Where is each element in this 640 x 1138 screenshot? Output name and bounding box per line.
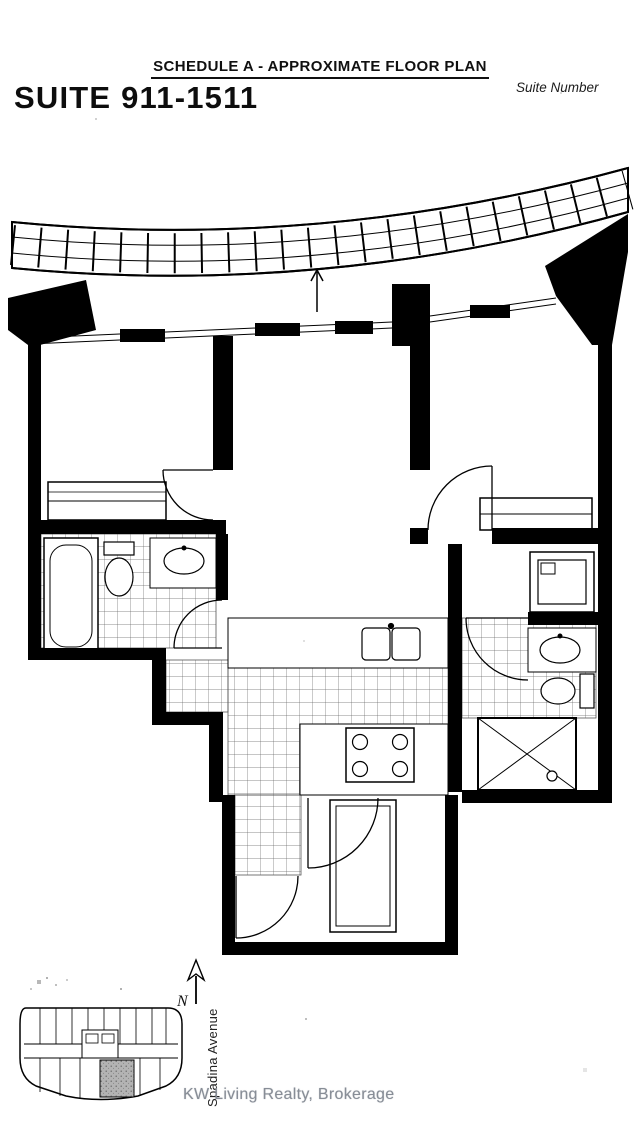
schedule-title-row: SCHEDULE A - APPROXIMATE FLOOR PLAN: [0, 58, 640, 79]
wall-bath1-right: [216, 534, 228, 600]
bathroom-right-door: [465, 617, 529, 681]
wall-center-block: [392, 284, 430, 346]
wall-bed1-bottom: [28, 520, 226, 534]
wall-bottom: [222, 942, 458, 955]
bathtub-icon: [43, 537, 99, 655]
kitchen-sink-icon: [361, 622, 421, 661]
wall-exterior-left: [28, 330, 41, 660]
linen-closet-icon: [329, 799, 397, 933]
closet-left-icon: [47, 481, 167, 521]
wall-pier: [120, 329, 165, 342]
wall-bed2-bottom-a: [410, 528, 428, 544]
wall-kitchen-left: [209, 712, 223, 802]
entry-door: [235, 875, 299, 939]
kitchen-foyer-door: [307, 797, 379, 869]
toilet-right-icon: [540, 673, 595, 709]
wall-cap-right: [545, 214, 628, 345]
wall-bath1-bottom: [28, 648, 166, 660]
wall-demising-right: [410, 346, 430, 470]
suite-number-label: Suite Number: [516, 80, 599, 95]
bedroom-left-door: [162, 469, 214, 521]
wall-exterior-right: [598, 330, 612, 790]
wall-nook-left: [152, 660, 166, 718]
wall-pier: [335, 321, 373, 334]
brokerage-watermark: KW Living Realty, Brokerage: [183, 1086, 395, 1103]
suite-title: SUITE 911-1511: [14, 80, 259, 115]
wall-kitchen-bath2: [448, 544, 462, 792]
suite-location-highlight: [99, 1059, 135, 1098]
window-sills: [29, 297, 557, 345]
north-label: N: [177, 993, 188, 1010]
scan-specks-decoration: [0, 0, 2, 2]
wall-nook-bottom: [152, 712, 222, 725]
wall-cap-left: [8, 280, 96, 345]
laundry-closet-icon: [529, 551, 595, 613]
window-band: [10, 166, 634, 277]
wall-bath2-bottom: [462, 790, 612, 803]
entry-floor: [234, 794, 302, 876]
wall-bed2-bottom-b: [492, 528, 612, 544]
wall-bath2-top: [528, 612, 612, 625]
wall-foyer-right: [445, 795, 458, 955]
toilet-left-icon: [103, 541, 135, 597]
walls: [8, 214, 628, 955]
stove-icon: [345, 727, 415, 783]
wall-foyer-left: [222, 795, 235, 955]
view-arrow-icon: [310, 268, 324, 312]
fixtures: [43, 481, 597, 933]
schedule-title: SCHEDULE A - APPROXIMATE FLOOR PLAN: [151, 58, 489, 79]
closet-right-icon: [479, 497, 593, 531]
north-arrow-icon: [186, 958, 206, 1004]
shower-icon: [477, 717, 577, 791]
bedroom-right-door: [427, 465, 493, 531]
sink-right-icon: [527, 627, 597, 673]
sink-left-icon: [149, 537, 217, 589]
wall-pier: [470, 305, 510, 318]
wall-demising-left: [213, 336, 233, 470]
bathroom-left-door: [173, 599, 223, 649]
wall-pier: [255, 323, 300, 336]
doors: [162, 465, 529, 939]
hall-nook-floor: [165, 659, 229, 713]
building-key-plan: [19, 1007, 183, 1101]
